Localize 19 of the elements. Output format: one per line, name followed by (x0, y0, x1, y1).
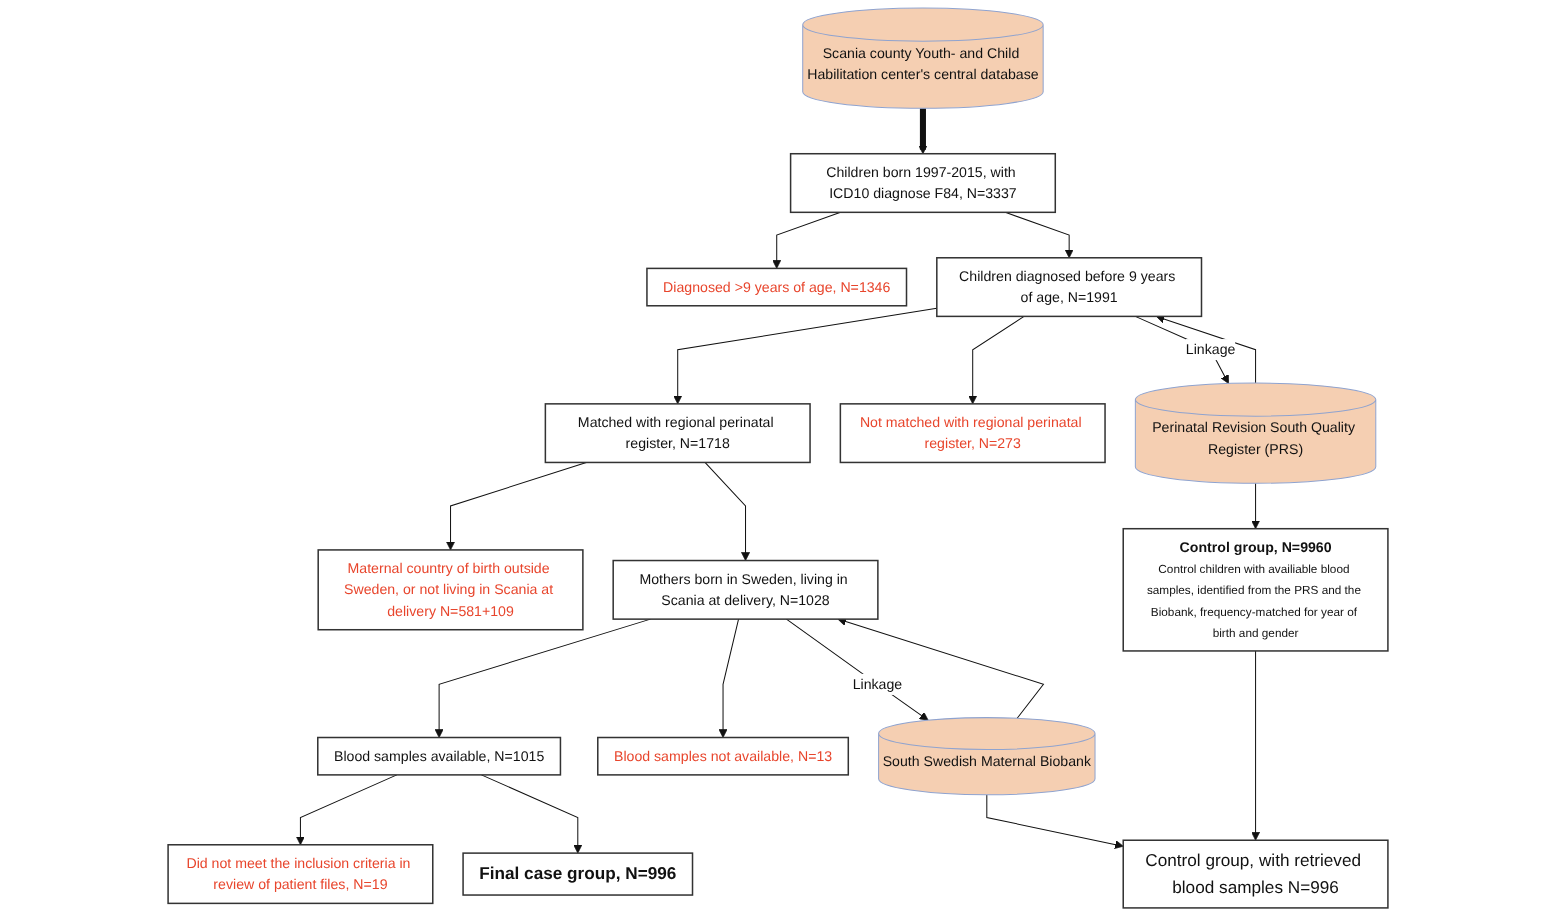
arrow (785, 618, 929, 721)
arrow (480, 774, 583, 854)
arrow (446, 461, 587, 551)
arrow (1155, 314, 1257, 384)
node-box: Final case group, N=996 (462, 852, 694, 896)
arrow (772, 211, 842, 269)
arrow (986, 794, 1124, 849)
arrow (837, 617, 1045, 719)
arrow (704, 461, 750, 561)
arrow (1251, 482, 1260, 530)
arrow (296, 774, 398, 846)
arrow (434, 618, 651, 738)
arrow (673, 307, 938, 405)
arrow (968, 315, 1025, 405)
node-box: Control group, with retrieved blood samples N=996 (1122, 839, 1389, 909)
arrow (1004, 211, 1074, 259)
arrow (718, 618, 740, 738)
arrow (1251, 650, 1260, 841)
arrow (918, 108, 928, 155)
